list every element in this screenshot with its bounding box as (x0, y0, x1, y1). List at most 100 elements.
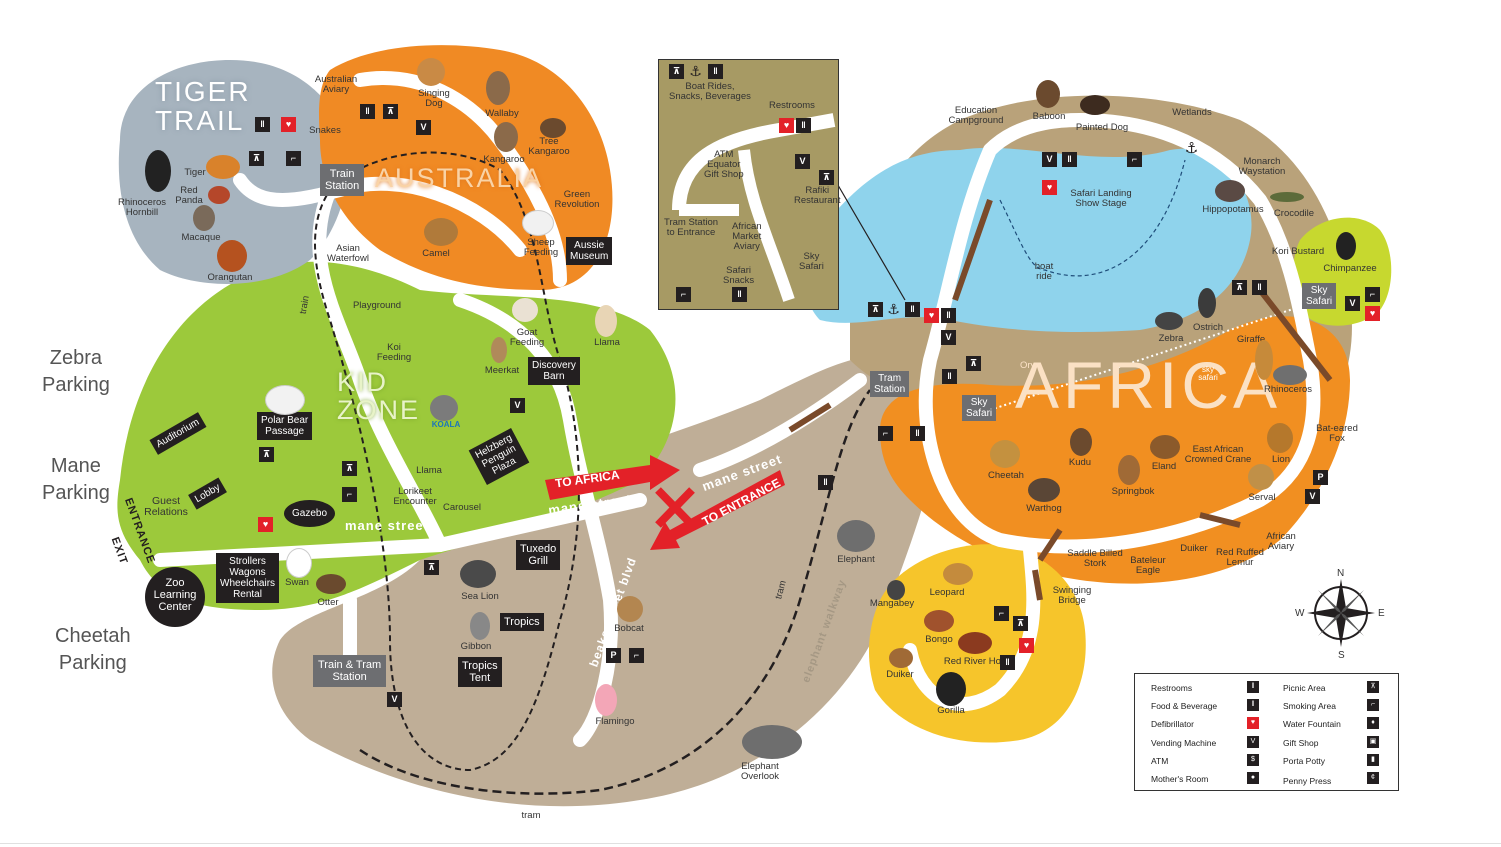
gazebo-box[interactable]: Gazebo (284, 500, 336, 527)
playground-label: Playground (352, 300, 402, 311)
sky-safari-box-2[interactable]: Sky Safari (1302, 283, 1337, 309)
snakes-label: Snakes (309, 125, 341, 136)
boat-route (999, 159, 1186, 277)
tree-kangaroo-icon (540, 118, 566, 138)
inset-connector (834, 179, 906, 301)
compass-s: S (1338, 650, 1345, 661)
defibrillator-icon: ♥ (281, 117, 296, 132)
food-icon: ǁ (360, 104, 375, 119)
vending-icon: V (941, 330, 956, 345)
tropics-tent-box[interactable]: Tropics Tent (458, 657, 502, 688)
tropics-box[interactable]: Tropics (500, 613, 544, 632)
ostrich-label: Ostrich (1192, 322, 1224, 333)
zebra-parking-label[interactable]: Zebra Parking (42, 347, 110, 396)
compass-w: W (1295, 608, 1305, 619)
rhinoceros-icon (1273, 365, 1307, 385)
sheep-feeding-label: Sheep Feeding (523, 237, 559, 258)
restroom-icon: ǁ (1062, 152, 1077, 167)
springbok-icon (1118, 455, 1140, 485)
inset-paths (672, 113, 836, 302)
penny-press-icon: ¢ (1367, 772, 1379, 784)
porta-potty-icon: ▮ (1367, 754, 1379, 766)
llama-icon (595, 305, 617, 337)
giraffe-label: Giraffe (1236, 334, 1266, 345)
legend-water-fountain: Water Fountain (1283, 719, 1341, 729)
aussie-museum-box[interactable]: Aussie Museum (566, 237, 613, 265)
region-africa: AFRICA (1015, 348, 1282, 422)
train-tram-station-box[interactable]: Train & Tram Station (313, 655, 387, 688)
kangaroo-label: Kangaroo (483, 154, 525, 165)
anchor-icon: ⚓ (689, 63, 702, 79)
tram-station-box[interactable]: Tram Station (870, 371, 910, 397)
tuxedo-grill-box[interactable]: Tuxedo Grill (516, 540, 561, 571)
closed-x-icon (655, 487, 695, 528)
legend-mothers-room: Mother's Room (1151, 774, 1209, 784)
defibrillator-icon: ♥ (779, 118, 794, 133)
defibrillator-icon: ♥ (258, 517, 273, 532)
african-aviary-label: African Aviary (1266, 531, 1296, 552)
eland-label: Eland (1151, 461, 1177, 472)
duiker-label-2: Duiker (886, 669, 914, 680)
picnic-icon: ⊼ (259, 447, 274, 462)
leopard-icon (943, 563, 973, 585)
elephant-label: Elephant (837, 554, 875, 565)
discovery-barn-box[interactable]: Discovery Barn (528, 357, 580, 385)
legend-vending: Vending Machine (1151, 738, 1217, 748)
strollers-rental-box[interactable]: Strollers Wagons Wheelchairs Rental (216, 553, 280, 603)
region-kid-zone: KID ZONE (337, 367, 421, 426)
sky-safari-small-label: sky safari (1198, 365, 1218, 383)
zebra-icon (1155, 312, 1183, 330)
red-river-hog-label: Red River Hog (943, 656, 1007, 667)
zoo-learning-center-box[interactable]: Zoo Learning Center (145, 567, 205, 627)
hippopotamus-icon (1215, 180, 1245, 202)
swinging-bridge-label: Swinging Bridge (1052, 585, 1092, 606)
hornbill-icon (145, 150, 171, 192)
cheetah-parking-label[interactable]: Cheetah Parking (55, 625, 131, 674)
picnic-icon: ⊼ (249, 151, 264, 166)
vending-icon: V (1305, 489, 1320, 504)
sky-safari-box-1[interactable]: Sky Safari (962, 395, 997, 421)
legend-porta-potty: Porta Potty (1283, 756, 1326, 766)
restroom-icon: ǁ (796, 118, 811, 133)
picnic-icon: ⊼ (868, 302, 883, 317)
red-river-hog-icon (958, 632, 992, 654)
compass-rose-icon (1307, 579, 1375, 647)
kangaroo-icon (494, 122, 518, 152)
australian-aviary-label: Australian Aviary (314, 74, 358, 95)
singing-dog-icon (417, 58, 445, 86)
kudu-label: Kudu (1068, 457, 1092, 468)
elephant-overlook-label: Elephant Overlook (740, 761, 780, 782)
elephant-group-icon (742, 725, 802, 759)
zebra-label: Zebra (1158, 333, 1184, 344)
train-line (314, 151, 580, 772)
swan-icon (286, 548, 312, 578)
otter-label: Otter (317, 597, 339, 608)
inset-restrooms-label: Restrooms (769, 100, 815, 111)
ostrich-icon (1198, 288, 1216, 318)
train-station-box[interactable]: Train Station (320, 164, 365, 197)
anchor-icon: ⚓ (1184, 140, 1199, 157)
bobcat-label: Bobcat (614, 623, 644, 634)
gibbon-icon (470, 612, 490, 640)
goat-feeding-label: Goat Feeding (509, 327, 545, 348)
orangutan-label: Orangutan (207, 272, 253, 283)
bobcat-icon (617, 596, 643, 622)
red-ruffed-lemur-label: Red Ruffed Lemur (1216, 547, 1264, 568)
picnic-icon: ⊼ (966, 356, 981, 371)
carousel-label: Carousel (442, 502, 482, 513)
vending-icon: V (387, 692, 402, 707)
food-icon: ǁ (910, 426, 925, 441)
red-panda-label: Red Panda (175, 185, 203, 206)
springbok-label: Springbok (1111, 486, 1155, 497)
kori-bustard-label: Kori Bustard (1271, 246, 1325, 257)
polar-bear-passage-box[interactable]: Polar Bear Passage (257, 412, 313, 440)
saddle-billed-stork-label: Saddle Billed Stork (1067, 548, 1123, 569)
mane-parking-label[interactable]: Mane Parking (42, 455, 110, 504)
parking-icon: P (606, 648, 621, 663)
crocodile-label: Crocodile (1273, 208, 1315, 219)
food-icon: ǁ (905, 302, 920, 317)
legend-smoking: Smoking Area (1283, 701, 1336, 711)
mane-street-label-1: mane street (345, 518, 429, 533)
smoking-icon: ⌐ (1365, 287, 1380, 302)
picnic-icon: ⊼ (424, 560, 439, 575)
